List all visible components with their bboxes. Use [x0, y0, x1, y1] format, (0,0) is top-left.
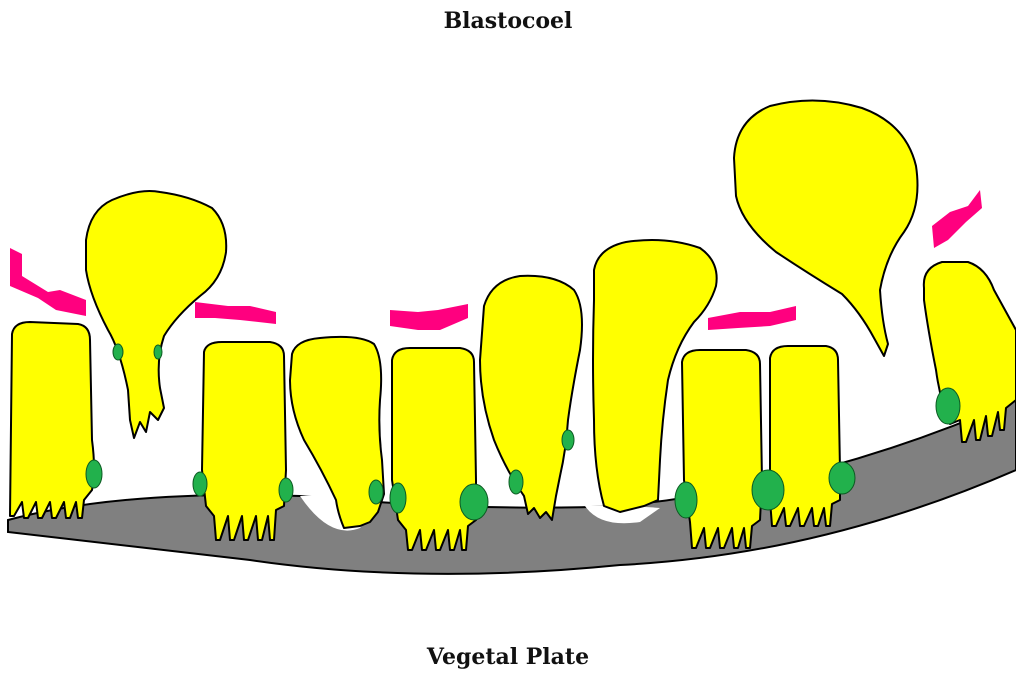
vesicle	[509, 470, 523, 494]
vesicle	[675, 482, 697, 518]
vesicle	[390, 483, 406, 513]
epithelial-cell	[392, 348, 476, 550]
ingressing-cell	[480, 276, 582, 520]
vesicle	[86, 460, 102, 488]
vesicle	[369, 480, 383, 504]
vesicle	[562, 430, 574, 450]
vesicle	[752, 470, 784, 510]
vesicle	[460, 484, 488, 520]
vesicle	[829, 462, 855, 494]
epithelial-cell	[10, 322, 94, 518]
epithelial-cell	[682, 350, 762, 548]
apical-marker	[195, 302, 276, 324]
vesicle	[936, 388, 960, 424]
apical-marker	[932, 190, 982, 248]
vesicle	[113, 344, 123, 360]
vesicle	[154, 345, 162, 359]
vesicle	[193, 472, 207, 496]
epithelial-cell	[202, 342, 286, 540]
apical-marker	[390, 304, 468, 330]
vesicle	[279, 478, 293, 502]
apical-marker	[708, 306, 796, 330]
apical-marker	[10, 248, 86, 316]
vegetal-plate-label: Vegetal Plate	[0, 644, 1016, 670]
